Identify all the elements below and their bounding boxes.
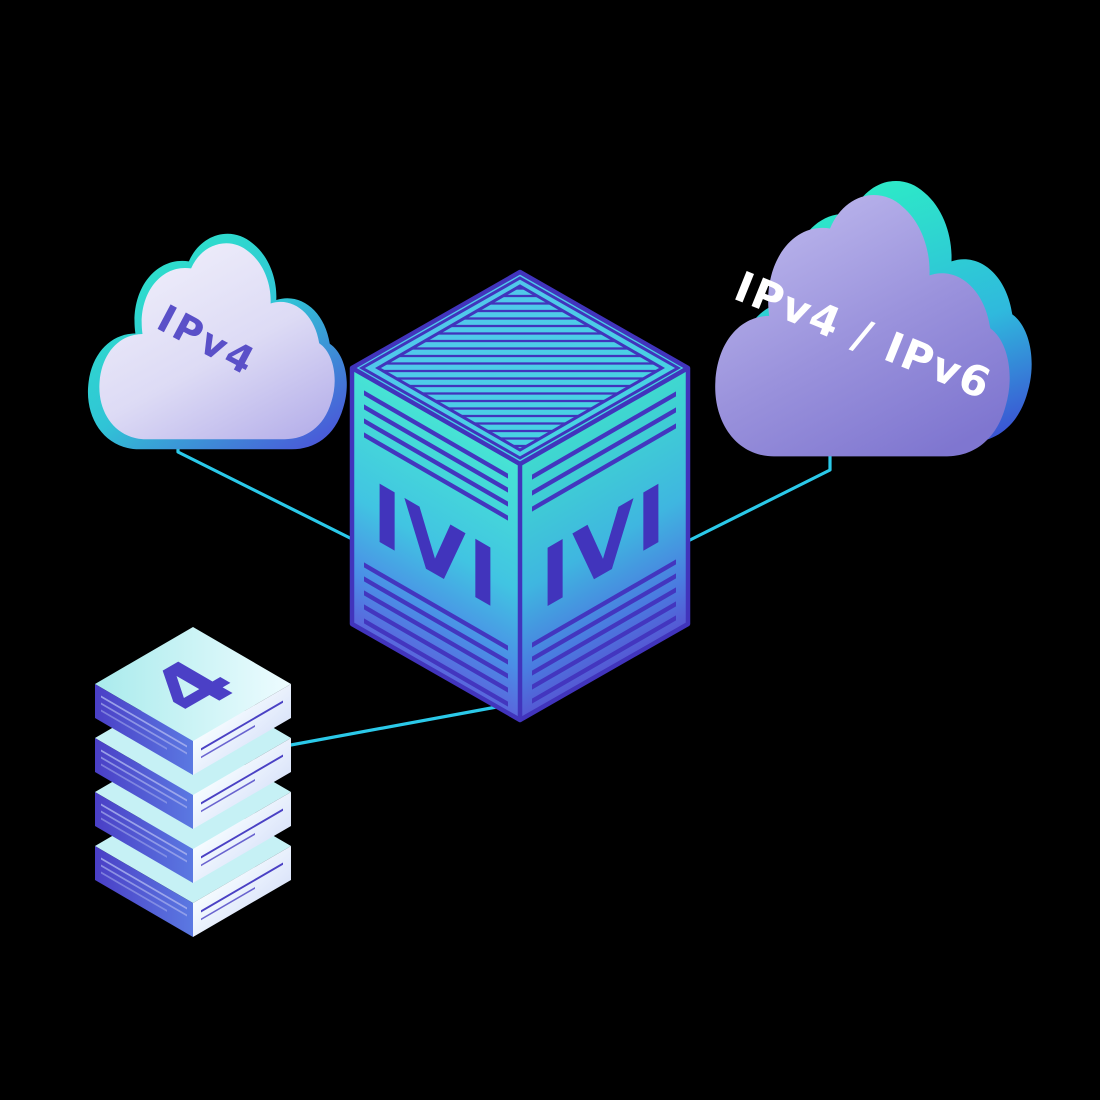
ivi-right-face: IVI [520,367,688,720]
cube-edges [349,269,691,723]
ivi-top-face-border [358,276,682,460]
ivi-left-face: IVI [352,368,520,721]
right-face-stripes [532,391,676,704]
server-stack: 4 [93,625,293,939]
ipv4-cloud: IPv4 [87,233,347,450]
ivi-top-face-hatch [375,284,665,452]
dual-stack-cloud: IPv4 / IPv6 [715,180,1032,457]
ivi-translator-box: IVI IVI [349,269,691,723]
connector-server-to-ivi [278,704,504,749]
left-face-stripes [364,390,508,707]
